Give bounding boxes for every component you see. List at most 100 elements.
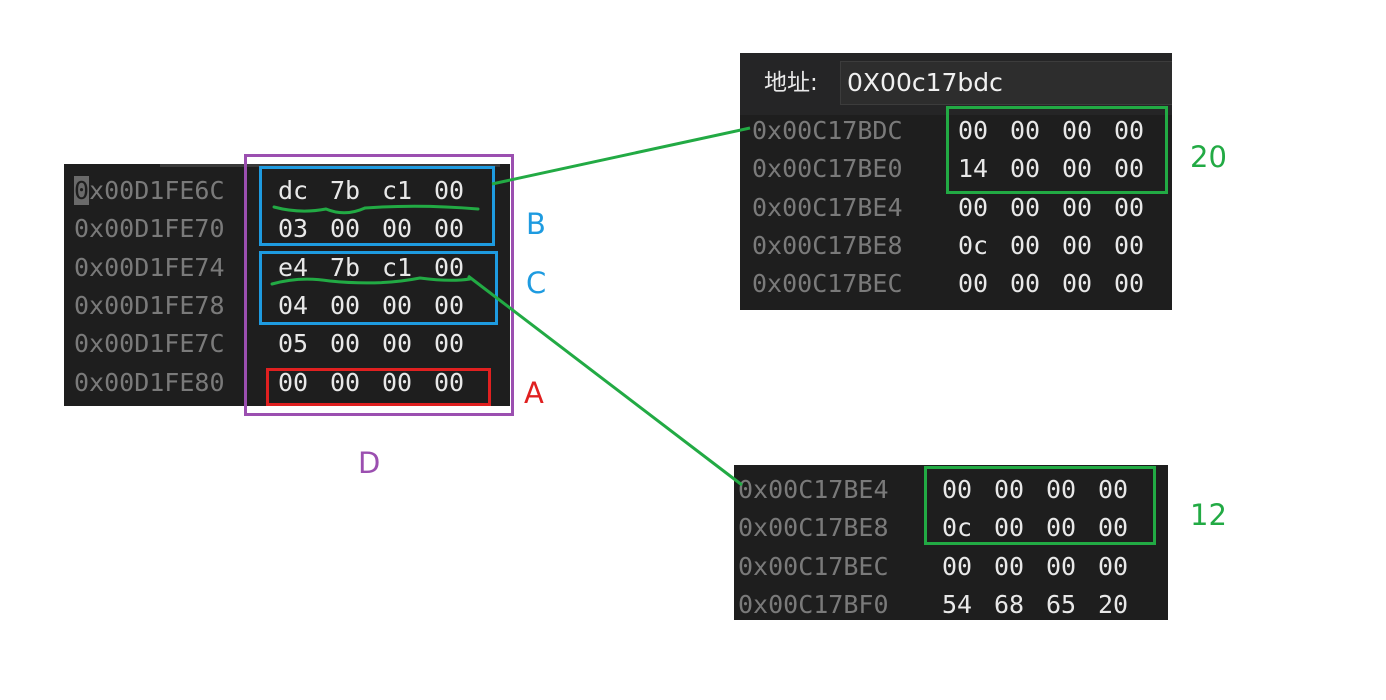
row-address: 0x00D1FE6C (74, 172, 225, 210)
row-byte[interactable]: 00 (434, 367, 465, 397)
row-address: 0x00C17BEC (738, 551, 889, 581)
row-address: 0x00D1FE70 (74, 214, 225, 244)
row-byte[interactable]: c1 (382, 176, 413, 205)
row-byte[interactable]: 03 (278, 214, 309, 244)
row-address: 0x00C17BDC (752, 116, 903, 145)
row-byte[interactable]: 00 (1062, 230, 1093, 260)
memory-row: 0x00C17BEC 00 00 00 00 (734, 548, 1168, 586)
memory-row: 0x00C17BEC 00 00 00 00 (740, 265, 1172, 303)
row-address: 0x00D1FE80 (74, 367, 225, 397)
row-byte[interactable]: 04 (278, 290, 309, 320)
address-bar: 地址: 0X00c17bdc (740, 53, 1172, 115)
row-byte[interactable]: 20 (1098, 589, 1129, 619)
row-byte[interactable]: 00 (434, 214, 465, 244)
row-byte[interactable]: 54 (942, 589, 973, 619)
row-byte[interactable]: 00 (1114, 230, 1145, 260)
row-byte[interactable]: 00 (382, 290, 413, 320)
memory-row: 0x00C17BE8 0c 00 00 00 (740, 227, 1172, 265)
panel-scroll-edge (160, 164, 500, 167)
address-rest: x00D1FE6C (89, 176, 225, 205)
row-byte[interactable]: 14 (958, 154, 989, 184)
connector-b-to-top (491, 126, 751, 186)
row-byte[interactable]: 00 (1098, 551, 1129, 581)
row-byte[interactable]: 00 (382, 367, 413, 397)
row-byte[interactable]: 68 (994, 589, 1025, 619)
row-byte[interactable]: 00 (278, 367, 309, 397)
row-byte[interactable]: 00 (1114, 116, 1145, 145)
memory-row: 0x00D1FE70 03 00 00 00 (64, 210, 510, 248)
row-byte[interactable]: 0c (942, 513, 973, 543)
row-byte[interactable]: 00 (942, 475, 973, 504)
row-address: 0x00C17BF0 (738, 589, 889, 619)
row-byte[interactable]: 00 (1062, 269, 1093, 299)
row-byte[interactable]: 00 (1062, 116, 1093, 145)
row-byte[interactable]: 00 (1010, 230, 1041, 260)
row-byte[interactable]: 00 (330, 329, 361, 359)
row-byte[interactable]: 00 (1046, 551, 1077, 581)
row-byte[interactable]: 00 (1062, 154, 1093, 184)
box-a-red (266, 368, 491, 406)
row-byte[interactable]: 00 (958, 269, 989, 299)
row-byte[interactable]: 00 (1010, 192, 1041, 222)
text-caret: 0 (74, 176, 90, 205)
row-byte[interactable]: 00 (1010, 269, 1041, 299)
row-byte[interactable]: 00 (1046, 513, 1077, 543)
row-byte[interactable]: 65 (1046, 589, 1077, 619)
memory-row: 0x00C17BE8 0c 00 00 00 (734, 509, 1168, 547)
row-byte[interactable]: 00 (994, 513, 1025, 543)
memory-row: 0x00C17BF0 54 68 65 20 (734, 586, 1168, 620)
row-address: 0x00C17BE8 (738, 513, 889, 543)
memory-row: 0x00D1FE6C dc 7b c1 00 (64, 172, 510, 210)
row-byte[interactable]: 00 (434, 329, 465, 359)
memory-row: 0x00D1FE80 00 00 00 00 (64, 364, 510, 402)
row-byte[interactable]: 00 (1010, 154, 1041, 184)
row-byte[interactable]: 00 (1114, 269, 1145, 299)
row-address: 0x00D1FE78 (74, 290, 225, 320)
row-byte[interactable]: 00 (1098, 475, 1129, 504)
row-byte[interactable]: 00 (434, 290, 465, 320)
row-byte[interactable]: 00 (1098, 513, 1129, 543)
row-byte[interactable]: 00 (958, 116, 989, 145)
memory-row: 0x00C17BE4 00 00 00 00 (740, 189, 1172, 227)
address-input[interactable]: 0X00c17bdc (840, 61, 1172, 105)
row-address: 0x00C17BEC (752, 269, 903, 299)
row-byte[interactable]: 05 (278, 329, 309, 359)
row-address: 0x00D1FE7C (74, 329, 225, 359)
label-b: B (526, 207, 546, 241)
label-top-value: 20 (1190, 140, 1227, 174)
memory-row: 0x00D1FE7C 05 00 00 00 (64, 325, 510, 363)
row-byte[interactable]: 00 (1010, 116, 1041, 145)
row-byte[interactable]: 00 (994, 551, 1025, 581)
row-byte[interactable]: 00 (434, 176, 465, 205)
address-label: 地址: (764, 70, 818, 96)
row-address: 0x00D1FE74 (74, 252, 225, 282)
row-byte[interactable]: 00 (958, 192, 989, 222)
label-bottom-value: 12 (1190, 498, 1227, 532)
row-byte[interactable]: 00 (382, 214, 413, 244)
memory-row: 0x00C17BDC 00 00 00 00 (740, 112, 1172, 150)
row-byte[interactable]: 00 (942, 551, 973, 581)
row-address: 0x00C17BE8 (752, 230, 903, 260)
row-byte[interactable]: 0c (958, 230, 989, 260)
label-c: C (526, 266, 547, 300)
row-byte[interactable]: 00 (330, 290, 361, 320)
row-byte[interactable]: 00 (330, 214, 361, 244)
box-b-blue (259, 166, 495, 246)
row-byte[interactable]: dc (278, 176, 309, 205)
label-d: D (358, 446, 381, 480)
label-a: A (524, 376, 544, 410)
row-byte[interactable]: 00 (1114, 192, 1145, 222)
row-byte[interactable]: 00 (1114, 154, 1145, 184)
box-top-green (946, 106, 1168, 194)
box-bottom-green (924, 466, 1156, 545)
row-byte[interactable]: 7b (330, 176, 361, 205)
row-byte[interactable]: 00 (994, 475, 1025, 504)
row-byte[interactable]: 00 (382, 329, 413, 359)
row-byte[interactable]: 00 (1062, 192, 1093, 222)
row-byte[interactable]: 00 (330, 367, 361, 397)
row-address: 0x00C17BE4 (752, 192, 903, 222)
row-byte[interactable]: 00 (1046, 475, 1077, 504)
